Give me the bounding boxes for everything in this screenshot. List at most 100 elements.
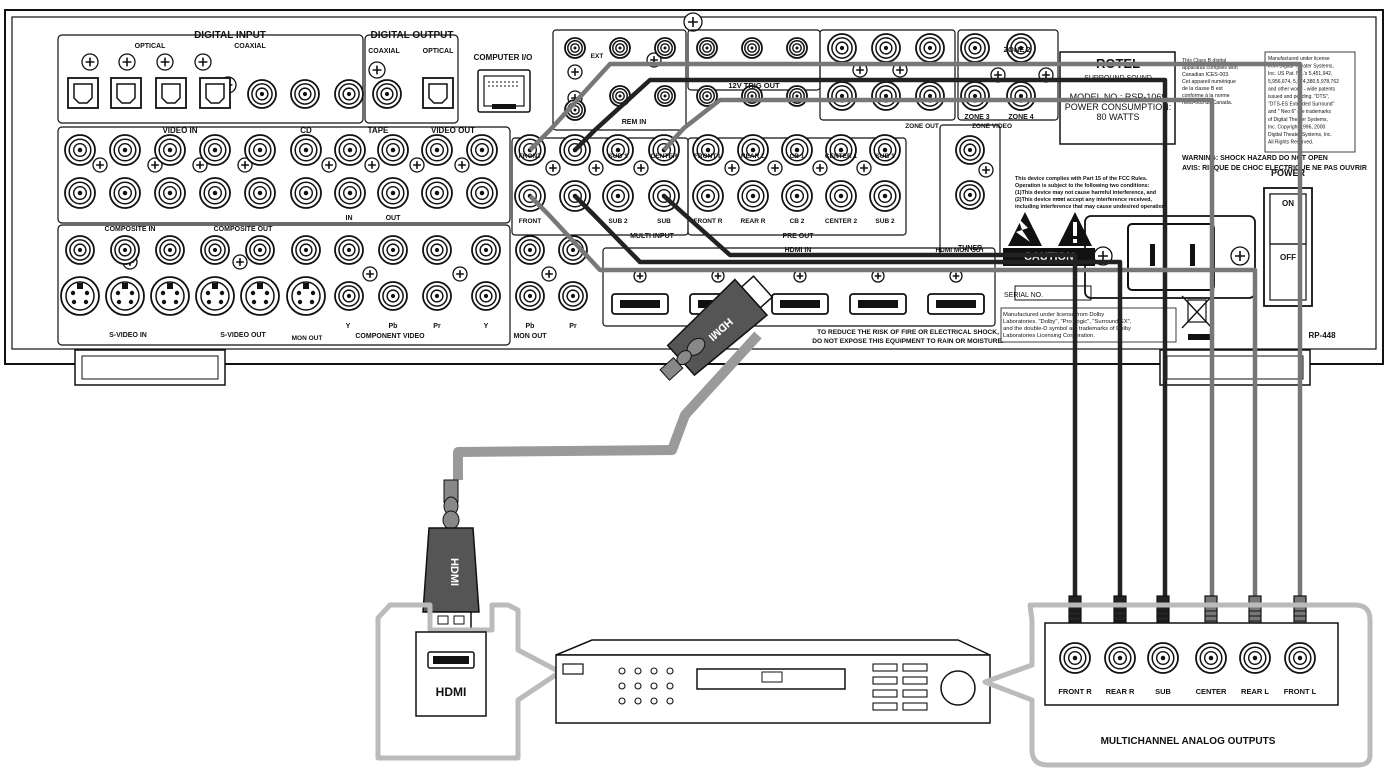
component-jack[interactable] <box>422 235 452 265</box>
volume-knob[interactable] <box>940 670 976 706</box>
composite-jack[interactable] <box>110 235 140 265</box>
player-button[interactable] <box>872 702 898 711</box>
svideo-jack[interactable] <box>105 276 145 316</box>
svideo-jack[interactable] <box>150 276 190 316</box>
av-jack-bottom[interactable] <box>290 177 322 209</box>
player-button[interactable] <box>872 663 898 672</box>
composite-jack[interactable] <box>245 235 275 265</box>
player-button[interactable] <box>902 663 928 672</box>
component-jack[interactable] <box>558 281 588 311</box>
pre-out-jack[interactable] <box>692 180 724 212</box>
trig-out-jack[interactable] <box>696 37 718 59</box>
hdmi-in-port[interactable] <box>849 293 907 315</box>
svideo-jack[interactable] <box>60 276 100 316</box>
svideo-jack[interactable] <box>195 276 235 316</box>
zone-video-jack[interactable] <box>960 33 990 63</box>
zone-out-jack[interactable] <box>915 81 945 111</box>
component-jack[interactable] <box>515 281 545 311</box>
av-jack-top[interactable] <box>109 134 141 166</box>
composite-jack[interactable] <box>200 235 230 265</box>
trig-out-jack[interactable] <box>786 37 808 59</box>
av-jack-bottom[interactable] <box>466 177 498 209</box>
coaxial-input-jack[interactable] <box>290 79 320 109</box>
pre-out-jack[interactable] <box>692 134 724 166</box>
pre-out-jack[interactable] <box>781 134 813 166</box>
zone-rem-jack[interactable] <box>654 85 676 107</box>
component-jack[interactable] <box>378 281 408 311</box>
av-jack-top[interactable] <box>64 134 96 166</box>
tuner-jack-l[interactable] <box>955 135 985 165</box>
hdmi-in-port[interactable] <box>611 293 669 315</box>
av-jack-bottom[interactable] <box>154 177 186 209</box>
component-jack[interactable] <box>471 281 501 311</box>
av-jack-top[interactable] <box>199 134 231 166</box>
output-jack-front-r[interactable] <box>1059 642 1091 674</box>
pre-out-jack[interactable] <box>737 134 769 166</box>
output-jack-center[interactable] <box>1195 642 1227 674</box>
av-jack-bottom[interactable] <box>377 177 409 209</box>
zone-out-jack[interactable] <box>871 81 901 111</box>
player-button[interactable] <box>902 702 928 711</box>
av-jack-top[interactable] <box>466 134 498 166</box>
optical-jack[interactable] <box>67 77 99 109</box>
tuner-jack-r[interactable] <box>955 180 985 210</box>
av-jack-bottom[interactable] <box>199 177 231 209</box>
av-jack-bottom[interactable] <box>244 177 276 209</box>
component-jack[interactable] <box>471 235 501 265</box>
optical-jack[interactable] <box>155 77 187 109</box>
trig-out-jack[interactable] <box>696 85 718 107</box>
zone-out-jack[interactable] <box>871 33 901 63</box>
av-jack-top[interactable] <box>244 134 276 166</box>
trig-out-jack[interactable] <box>741 37 763 59</box>
av-jack-top[interactable] <box>154 134 186 166</box>
zone-video-jack[interactable] <box>1006 33 1036 63</box>
coaxial-input-jack[interactable] <box>247 79 277 109</box>
optical-jack[interactable] <box>110 77 142 109</box>
coaxial-output-jack[interactable] <box>372 79 402 109</box>
zone-out-jack[interactable] <box>827 81 857 111</box>
output-jack-rear-l[interactable] <box>1239 642 1271 674</box>
composite-jack[interactable] <box>65 235 95 265</box>
av-jack-top[interactable] <box>421 134 453 166</box>
component-jack[interactable] <box>334 235 364 265</box>
player-button[interactable] <box>902 689 928 698</box>
svideo-jack[interactable] <box>286 276 326 316</box>
av-jack-bottom[interactable] <box>64 177 96 209</box>
multi-input-jack[interactable] <box>602 180 634 212</box>
svideo-jack[interactable] <box>240 276 280 316</box>
av-jack-bottom[interactable] <box>421 177 453 209</box>
component-jack[interactable] <box>378 235 408 265</box>
av-jack-bottom[interactable] <box>109 177 141 209</box>
optical-jack[interactable] <box>199 77 231 109</box>
zone-video-jack[interactable] <box>1006 81 1036 111</box>
computer-io-port[interactable] <box>477 69 531 113</box>
pre-out-jack[interactable] <box>825 134 857 166</box>
av-jack-bottom[interactable] <box>334 177 366 209</box>
output-jack-sub[interactable] <box>1147 642 1179 674</box>
zone-video-jack[interactable] <box>960 81 990 111</box>
coaxial-input-jack[interactable] <box>334 79 364 109</box>
composite-jack[interactable] <box>291 235 321 265</box>
zone-out-jack[interactable] <box>915 33 945 63</box>
hdmi-mon-out-port[interactable] <box>927 293 985 315</box>
pre-out-jack[interactable] <box>869 180 901 212</box>
hdmi-in-port[interactable] <box>771 293 829 315</box>
component-jack[interactable] <box>334 281 364 311</box>
av-jack-top[interactable] <box>377 134 409 166</box>
pre-out-jack[interactable] <box>869 134 901 166</box>
output-jack-rear-r[interactable] <box>1104 642 1136 674</box>
trig-out-jack[interactable] <box>786 85 808 107</box>
output-jack-front-l[interactable] <box>1284 642 1316 674</box>
av-jack-top[interactable] <box>290 134 322 166</box>
pre-out-jack[interactable] <box>737 180 769 212</box>
zone-rem-jack[interactable] <box>609 37 631 59</box>
zone-rem-jack[interactable] <box>654 37 676 59</box>
multi-input-jack[interactable] <box>602 134 634 166</box>
composite-jack[interactable] <box>155 235 185 265</box>
player-button[interactable] <box>902 676 928 685</box>
pre-out-jack[interactable] <box>781 180 813 212</box>
component-jack[interactable] <box>422 281 452 311</box>
component-jack[interactable] <box>515 235 545 265</box>
zone-out-jack[interactable] <box>827 33 857 63</box>
optical-jack[interactable] <box>422 77 454 109</box>
